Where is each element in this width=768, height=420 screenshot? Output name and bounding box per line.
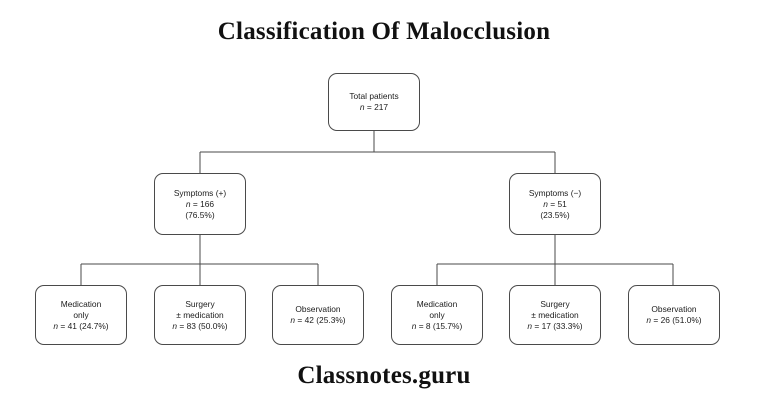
node-label: Symptoms (+) (173, 187, 227, 198)
node-stat: n = 8 (15.7%) (411, 320, 463, 331)
node-observation-negative[interactable]: Observation n = 26 (51.0%) (628, 285, 720, 345)
flowchart-diagram: Total patients n = 217 Symptoms (+) n = … (0, 60, 768, 355)
node-label-line1: Observation (651, 304, 697, 314)
page-title: Classification Of Malocclusion (217, 18, 551, 45)
node-percent: (23.5%) (540, 209, 570, 220)
node-count: n = 217 (359, 102, 389, 112)
node-label-line1: Surgery (185, 298, 215, 309)
node-label-line1: Medication (416, 298, 458, 309)
node-observation-positive[interactable]: Observation n = 42 (25.3%) (272, 285, 364, 345)
node-stat: n = 26 (51.0%) (646, 315, 702, 325)
node-label-line2: only (429, 309, 445, 320)
node-symptoms-positive[interactable]: Symptoms (+) n = 166 (76.5%) (154, 173, 246, 235)
node-count: n = 51 (543, 198, 567, 209)
node-label: Total patients (349, 91, 399, 101)
node-count: n = 166 (185, 198, 215, 209)
node-surgery-medication-positive[interactable]: Surgery ± medication n = 83 (50.0%) (154, 285, 246, 345)
node-label-line1: Surgery (540, 298, 570, 309)
node-percent: (76.5%) (185, 209, 215, 220)
node-medication-only-negative[interactable]: Medication only n = 8 (15.7%) (391, 285, 483, 345)
node-label-line1: Observation (295, 304, 341, 314)
site-watermark: Classnotes.guru (297, 362, 471, 389)
node-surgery-medication-negative[interactable]: Surgery ± medication n = 17 (33.3%) (509, 285, 601, 345)
node-stat: n = 83 (50.0%) (172, 320, 228, 331)
node-stat: n = 17 (33.3%) (527, 320, 583, 331)
node-label-line1: Medication (60, 298, 102, 309)
node-label-line2: only (73, 309, 89, 320)
node-label: Symptoms (−) (528, 187, 582, 198)
node-medication-only-positive[interactable]: Medication only n = 41 (24.7%) (35, 285, 127, 345)
node-stat: n = 42 (25.3%) (290, 315, 346, 325)
node-stat: n = 41 (24.7%) (53, 320, 109, 331)
node-symptoms-negative[interactable]: Symptoms (−) n = 51 (23.5%) (509, 173, 601, 235)
node-total-patients[interactable]: Total patients n = 217 (328, 73, 420, 131)
node-label-line2: ± medication (531, 309, 579, 320)
node-label-line2: ± medication (176, 309, 224, 320)
